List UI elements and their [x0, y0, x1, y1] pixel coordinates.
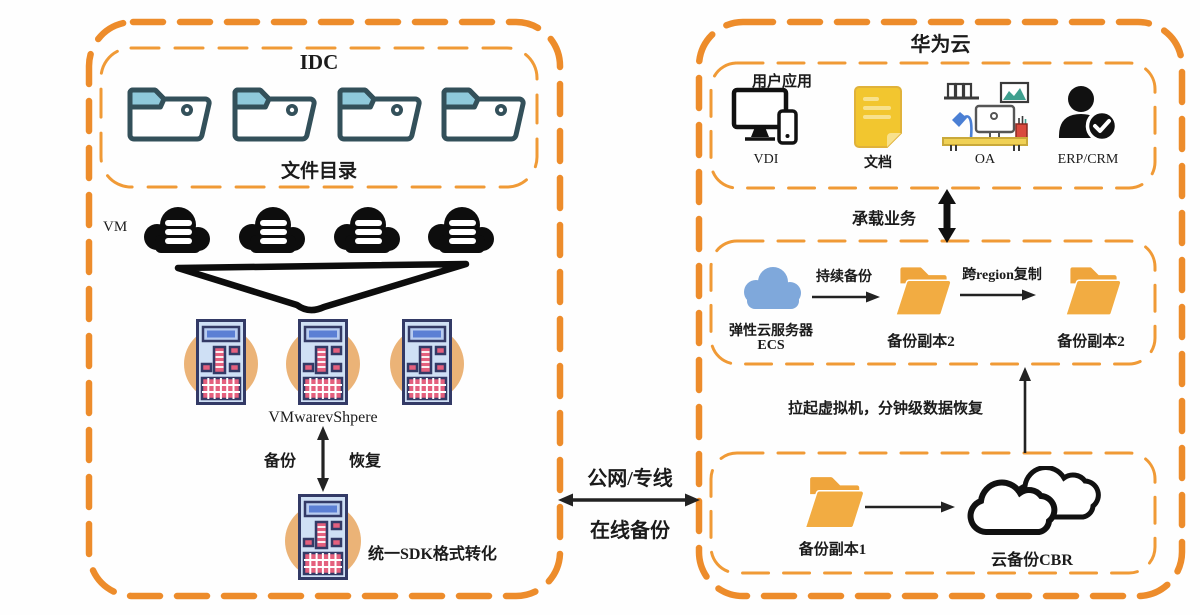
folder-icon — [232, 87, 317, 142]
backup-copy2b-label: 备份副本2 — [1057, 334, 1125, 350]
carry-arrow — [938, 189, 956, 243]
app-label-erp: ERP/CRM — [1057, 152, 1119, 167]
app-label-oa: OA — [974, 152, 996, 167]
erp-crm-user-icon — [1058, 86, 1119, 143]
vmware-label: VMwarevShpere — [268, 409, 378, 426]
backup-restore-arrow — [317, 426, 329, 492]
funnel-shape — [174, 260, 470, 314]
vmware-server — [278, 318, 368, 410]
ecs-label-line2: ECS — [757, 338, 785, 353]
backup-label: 备份 — [263, 453, 296, 470]
backup-copy2-label: 备份副本2 — [887, 334, 955, 350]
cross-region-arrow — [960, 289, 1036, 301]
vmware-server — [382, 318, 472, 410]
vm-cloud-icon — [144, 207, 210, 253]
continuous-backup-arrow — [812, 291, 880, 303]
file-directory-frame — [99, 46, 539, 189]
sdk-server — [278, 492, 368, 586]
cbr-label: 云备份CBR — [991, 552, 1073, 569]
folder-icon — [441, 87, 526, 142]
ecs-label-line1: 弹性云服务器 — [729, 324, 813, 339]
to-cbr-arrow — [865, 501, 955, 513]
link-bottom-label: 在线备份 — [590, 520, 670, 542]
huawei-title: 华为云 — [910, 34, 971, 56]
server-icon — [402, 319, 452, 405]
vm-cloud-icon — [428, 207, 494, 253]
vm-cloud-icon — [239, 207, 305, 253]
server-icon — [298, 319, 348, 405]
user-apps-title: 用户应用 — [752, 74, 813, 90]
folder-icon — [337, 87, 422, 142]
server-icon — [298, 494, 348, 580]
app-label-vdi: VDI — [753, 152, 779, 167]
backup-folder-icon — [804, 475, 865, 529]
document-icon — [854, 86, 902, 148]
server-icon — [196, 319, 246, 405]
app-label-doc: 文档 — [864, 156, 892, 171]
link-top-label: 公网/专线 — [587, 468, 673, 490]
huawei-outer-frame — [695, 18, 1186, 600]
backup-folder-icon — [894, 265, 952, 316]
file-directory-label: 文件目录 — [280, 161, 357, 182]
ecs-cloud-icon — [744, 267, 801, 309]
restore-label: 恢复 — [348, 453, 381, 470]
sdk-label: 统一SDK格式转化 — [368, 546, 497, 563]
cbr-row-frame — [709, 451, 1157, 575]
ecs-row-frame — [709, 239, 1157, 366]
vm-label: VM — [103, 219, 128, 235]
idc-outer-frame — [85, 18, 564, 600]
vm-cloud-icon — [334, 207, 400, 253]
carry-label: 承载业务 — [852, 211, 917, 228]
restore-up-arrow — [1019, 367, 1031, 453]
oa-desk-icon — [942, 81, 1030, 151]
cbr-cloud-icon — [967, 466, 1101, 535]
restore-note: 拉起虚拟机，分钟级数据恢复 — [788, 401, 984, 417]
vdi-icon — [731, 87, 798, 145]
online-backup-arrow — [558, 493, 700, 507]
vmware-server — [176, 318, 266, 410]
backup-folder-icon — [1064, 265, 1122, 316]
idc-title: IDC — [299, 50, 339, 74]
folder-icon — [127, 87, 212, 142]
cross-region-label: 跨region复制 — [962, 268, 1042, 283]
user-apps-frame — [709, 61, 1157, 190]
continuous-backup-label: 持续备份 — [816, 270, 872, 285]
backup-copy1-label: 备份副本1 — [798, 542, 867, 558]
